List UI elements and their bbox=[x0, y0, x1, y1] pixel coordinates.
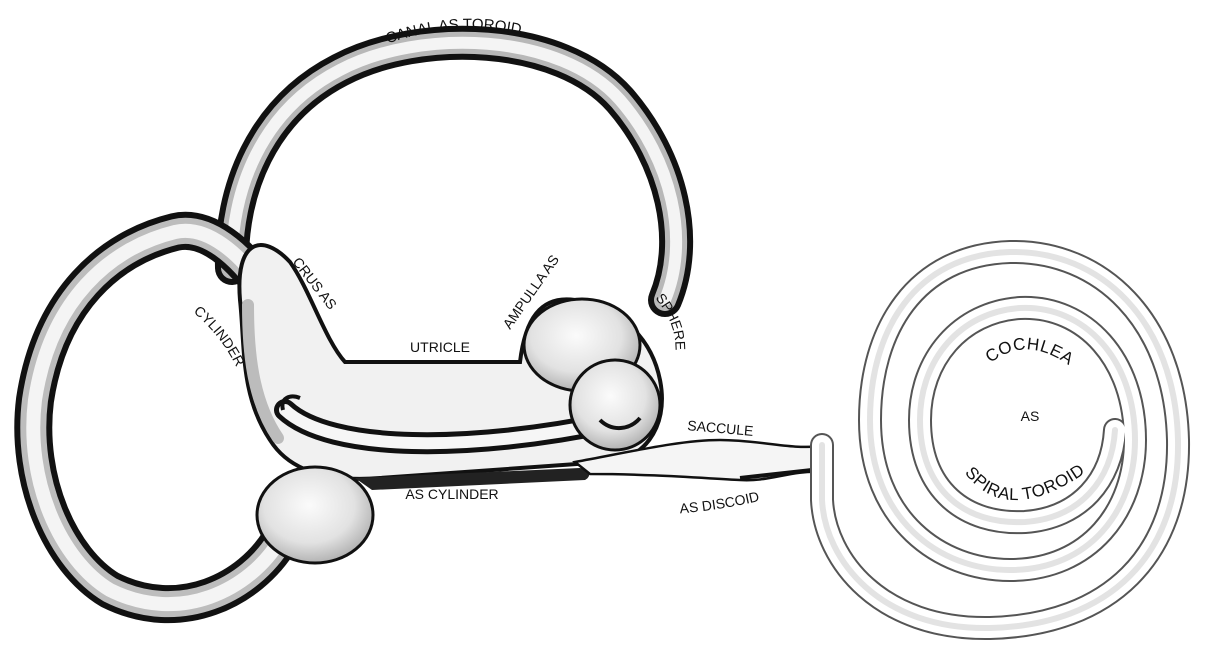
label-as: AS bbox=[1021, 408, 1040, 424]
lower-ampulla bbox=[257, 467, 373, 563]
label-utricle: UTRICLE bbox=[410, 339, 470, 355]
label-as-discoid: AS DISCOID bbox=[679, 488, 761, 516]
sphere-ball bbox=[570, 360, 660, 450]
label-cochlea: COCHLEA bbox=[982, 334, 1078, 369]
label-saccule: SACCULE bbox=[687, 417, 754, 439]
cochlea-spiral bbox=[822, 252, 1178, 628]
label-as-cylinder: AS CYLINDER bbox=[405, 486, 498, 502]
